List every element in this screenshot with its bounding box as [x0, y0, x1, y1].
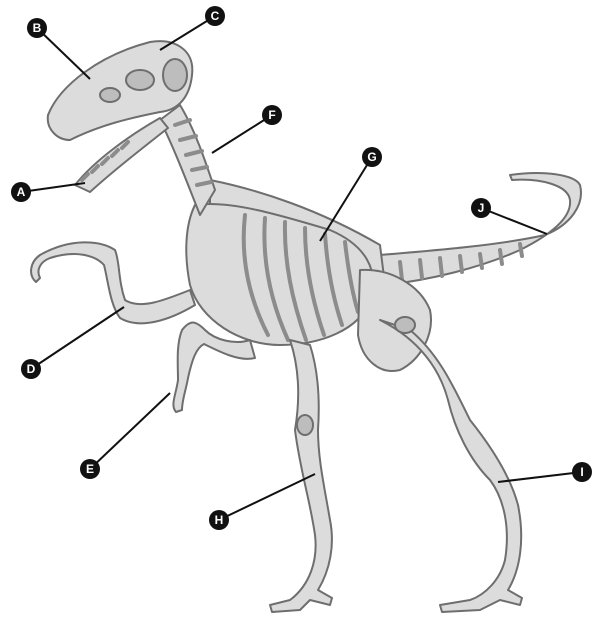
callout-J: J — [471, 198, 491, 218]
callout-A-label: A — [17, 185, 26, 199]
callout-D-label: D — [27, 362, 36, 376]
callout-D: D — [21, 359, 41, 379]
callout-E: E — [80, 459, 100, 479]
callout-G: G — [362, 147, 382, 167]
callout-B: B — [27, 18, 47, 38]
leader-H — [219, 474, 315, 520]
callout-B-label: B — [33, 21, 42, 35]
callout-C-label: C — [211, 9, 220, 23]
callout-A: A — [11, 182, 31, 202]
callout-H: H — [209, 510, 229, 530]
callout-I-label: I — [580, 465, 583, 479]
leader-I — [498, 472, 582, 482]
callout-F-label: F — [268, 108, 275, 122]
leader-D — [31, 307, 124, 369]
callout-E-label: E — [86, 462, 94, 476]
callout-F: F — [262, 105, 282, 125]
leader-B — [37, 28, 90, 79]
callout-J-label: J — [478, 201, 485, 215]
callout-C: C — [205, 6, 225, 26]
skeleton-illustration — [31, 41, 581, 612]
leader-E — [90, 393, 170, 469]
callout-H-label: H — [215, 513, 224, 527]
leader-F — [212, 115, 272, 153]
callout-I: I — [572, 462, 592, 482]
callout-G-label: G — [367, 150, 376, 164]
leader-J — [481, 208, 547, 234]
